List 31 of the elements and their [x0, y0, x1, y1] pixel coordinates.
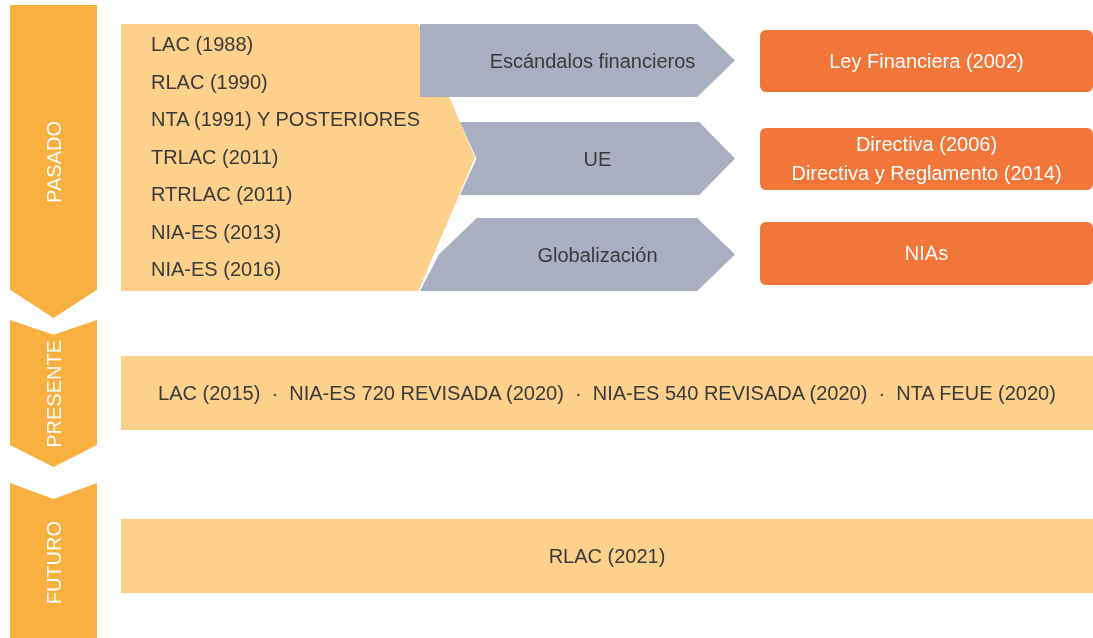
node-label: Globalización [537, 242, 658, 267]
period-band [10, 483, 97, 638]
node-label: Ley Financiera (2002) [829, 48, 1024, 74]
standard-item: TRLAC (2011) [151, 144, 279, 170]
period-label: PRESENTE [41, 339, 66, 448]
result-box [760, 128, 1093, 190]
node-label: Directiva y Reglamento (2014) [791, 161, 1062, 186]
result-box [760, 222, 1093, 285]
standards-list-panel [121, 24, 475, 291]
period-label: PASADO [41, 120, 66, 203]
standard-item: LAC (1988) [151, 32, 254, 58]
period-band [10, 5, 97, 318]
node-label: Escándalos financieros [489, 48, 696, 73]
node-label: Directiva (2006) [855, 132, 998, 157]
node-label: RLAC (2021) [548, 544, 666, 568]
topic-banner [420, 218, 735, 291]
node-label: UE [583, 146, 612, 171]
period-band [10, 320, 97, 467]
standard-item: NIA-ES (2016) [151, 257, 282, 283]
node-label: NIAs [904, 241, 949, 266]
topic-banner [460, 122, 735, 195]
futuro-panel [121, 519, 1093, 593]
period-label: FUTURO [41, 521, 66, 605]
node-label: LAC (2015) · NIA-ES 720 REVISADA (2020) · NIA-ES 540 REVISADA (2020) · NTA FEUE (2020) [158, 381, 1056, 405]
topic-banner [420, 24, 735, 97]
result-box [760, 30, 1093, 92]
standard-item: RTRLAC (2011) [151, 182, 293, 208]
presente-panel [121, 356, 1093, 430]
standard-item: NIA-ES (2013) [151, 219, 282, 245]
standard-item: NTA (1991) Y POSTERIORES [151, 107, 420, 133]
standard-item: RLAC (1990) [151, 69, 268, 95]
